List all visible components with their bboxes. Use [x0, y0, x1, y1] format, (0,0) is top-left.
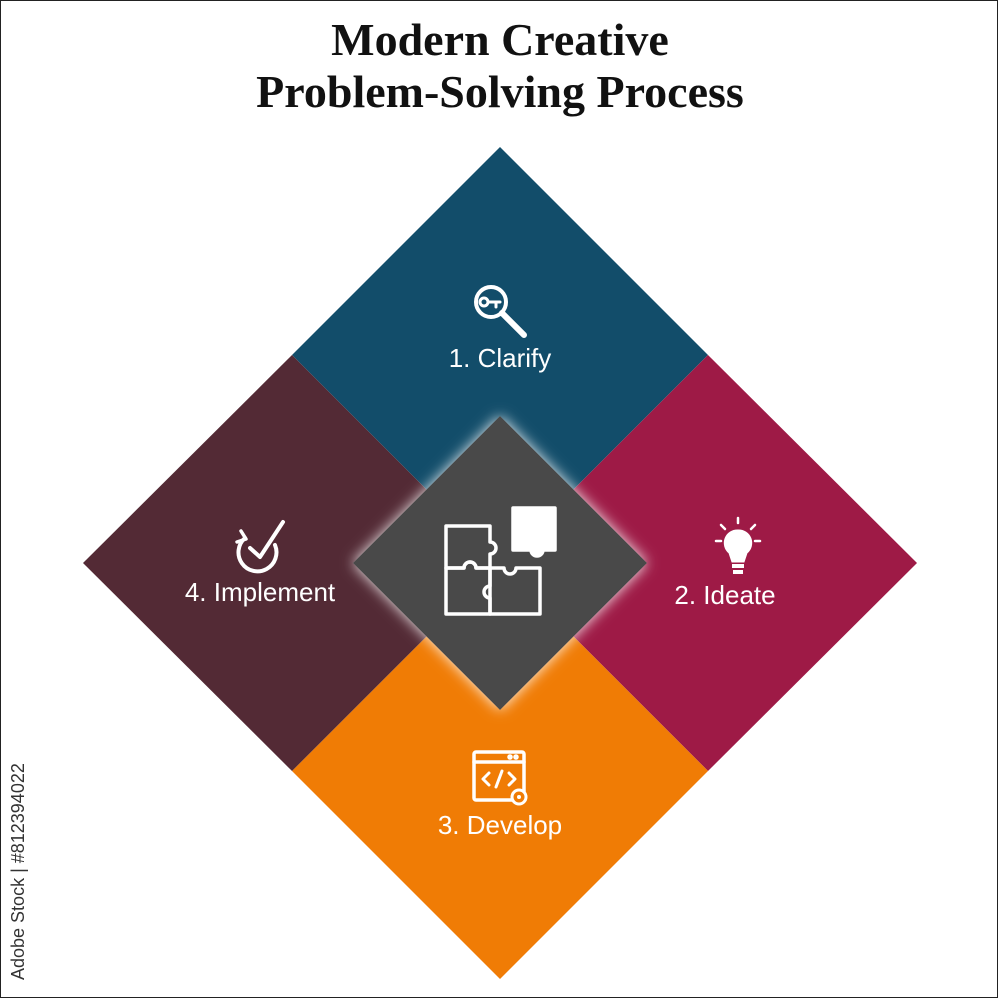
magnifier-key-icon: [474, 285, 527, 338]
center-tile: [353, 416, 647, 710]
step-2-ideate-tile: [500, 355, 917, 771]
lightbulb-icon: [714, 516, 762, 574]
step-2-label: 2. Ideate: [674, 580, 775, 610]
check-cycle-icon: [235, 520, 285, 574]
title-line-1: Modern Creative: [331, 14, 669, 65]
step-1-label: 1. Clarify: [449, 343, 552, 373]
diagram-title: Modern Creative Problem-Solving Process: [0, 14, 1000, 118]
stock-id-watermark: Adobe Stock | #812394022: [8, 763, 28, 980]
step-4-implement-tile: [83, 355, 500, 771]
step-3-label: 3. Develop: [438, 810, 562, 840]
puzzle-pieces-icon: [444, 506, 557, 616]
step-4-label: 4. Implement: [185, 577, 336, 607]
code-window-gear-icon: [472, 750, 528, 806]
title-line-2: Problem-Solving Process: [256, 66, 744, 117]
